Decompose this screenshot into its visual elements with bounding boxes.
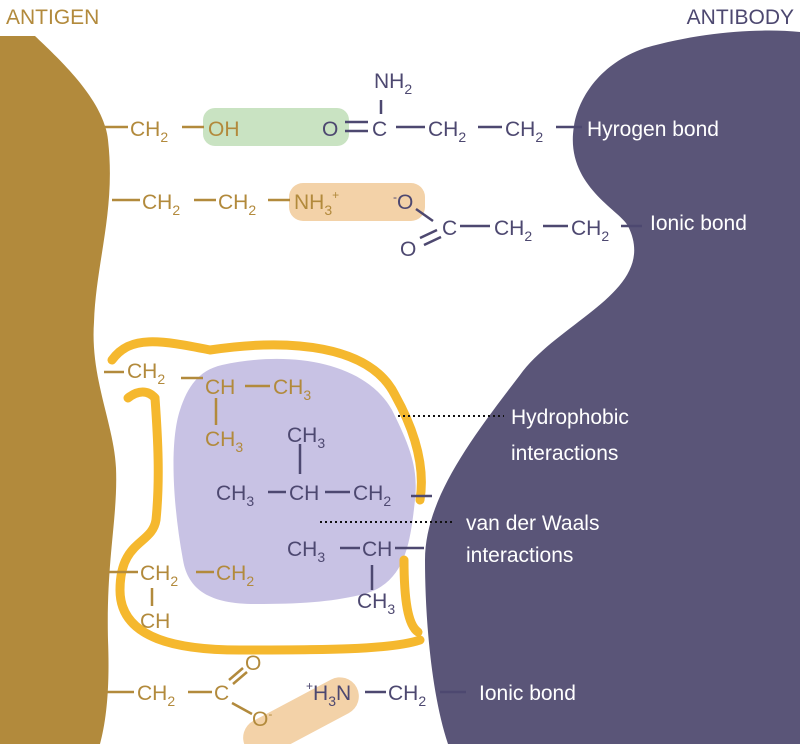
hydrophobic-region: CH2 CH CH3 CH3 CH3 CH3 CH CH2 CH3 CH CH3…: [127, 360, 629, 633]
ionic-highlight-2: [243, 677, 359, 744]
antigen-ch3-b: CH3: [205, 428, 243, 455]
antigen-ch2-f: CH2: [137, 682, 175, 709]
antigen-ch: CH: [205, 376, 235, 399]
row-ionic-bond-1: CH2 CH2 NH3+ -O O C CH2 CH2 Ionic bond: [142, 188, 747, 261]
ammonium-group-2: +H3N: [306, 679, 351, 709]
antibody-ch3-b: CH3: [216, 482, 254, 509]
carboxylate-carbon: C: [442, 217, 457, 240]
ionic-bond-label-2: Ionic bond: [479, 682, 576, 705]
hydroxyl-group: OH: [208, 118, 240, 141]
antigen-ch2-e: CH2: [216, 562, 254, 589]
ionic-bond-label-1: Ionic bond: [650, 212, 747, 235]
antigen-ch2-a: CH2: [142, 191, 180, 218]
antibody-ch2-e: CH2: [353, 482, 391, 509]
antigen-ch2-c: CH2: [127, 360, 165, 387]
antibody-ch2-c: CH2: [494, 217, 532, 244]
antibody-bonds: [268, 100, 642, 694]
carboxylate-oxygen: O: [400, 238, 416, 261]
antibody-ch3-c: CH3: [287, 538, 325, 565]
vdw-label-line-1: van der Waals: [466, 512, 599, 535]
hydrophobic-outline: [107, 337, 426, 655]
carboxylate-oxygen-charged-2: O-: [252, 707, 272, 731]
antigen-ch-b: CH: [140, 610, 170, 633]
carboxylate-oxygen-charged: -O: [393, 190, 413, 214]
row-ionic-bond-2: CH2 C O O- +H3N CH2 Ionic bond: [137, 652, 576, 731]
ionic-highlight-1: [289, 183, 425, 221]
antibody-ch3-a: CH3: [287, 424, 325, 451]
antibody-ch2-b: CH2: [505, 118, 543, 145]
antigen-ch2-b: CH2: [218, 191, 256, 218]
antibody-ch2-f: CH2: [388, 682, 426, 709]
carbonyl-carbon: C: [372, 118, 387, 141]
hbond-highlight: [203, 108, 349, 146]
carbonyl-oxygen: O: [322, 118, 338, 141]
antigen-title: ANTIGEN: [6, 6, 99, 29]
antigen-body: [0, 36, 117, 744]
antigen-ch3-a: CH3: [273, 376, 311, 403]
antibody-ch: CH: [289, 482, 319, 505]
antibody-ch2-d: CH2: [571, 217, 609, 244]
row-hydrogen-bond: CH2 OH O C NH2 CH2 CH2 Hyrogen bond: [130, 70, 719, 145]
antibody-ch2-a: CH2: [428, 118, 466, 145]
hydrophobic-label-line-2: interactions: [511, 442, 618, 465]
carboxylate-oxygen-2: O: [245, 652, 261, 675]
ammonium-group: NH3+: [294, 188, 339, 218]
carboxylate-carbon-2: C: [214, 682, 229, 705]
antigen-ch2-d: CH2: [140, 562, 178, 589]
vdw-label-line-2: interactions: [466, 544, 573, 567]
leader-lines: [320, 415, 504, 523]
antigen-bonds: [102, 125, 290, 716]
antibody-ch3-d: CH3: [357, 590, 395, 617]
hydrogen-bond-label: Hyrogen bond: [587, 118, 719, 141]
antibody-body: [425, 30, 800, 744]
hydrophobic-label-line-1: Hydrophobic: [511, 406, 629, 429]
antigen-ch2: CH2: [130, 118, 168, 145]
antibody-title: ANTIBODY: [687, 6, 794, 29]
antibody-ch-b: CH: [362, 538, 392, 561]
amine-group: NH2: [374, 70, 412, 97]
hydrophobic-patch: [173, 358, 416, 604]
